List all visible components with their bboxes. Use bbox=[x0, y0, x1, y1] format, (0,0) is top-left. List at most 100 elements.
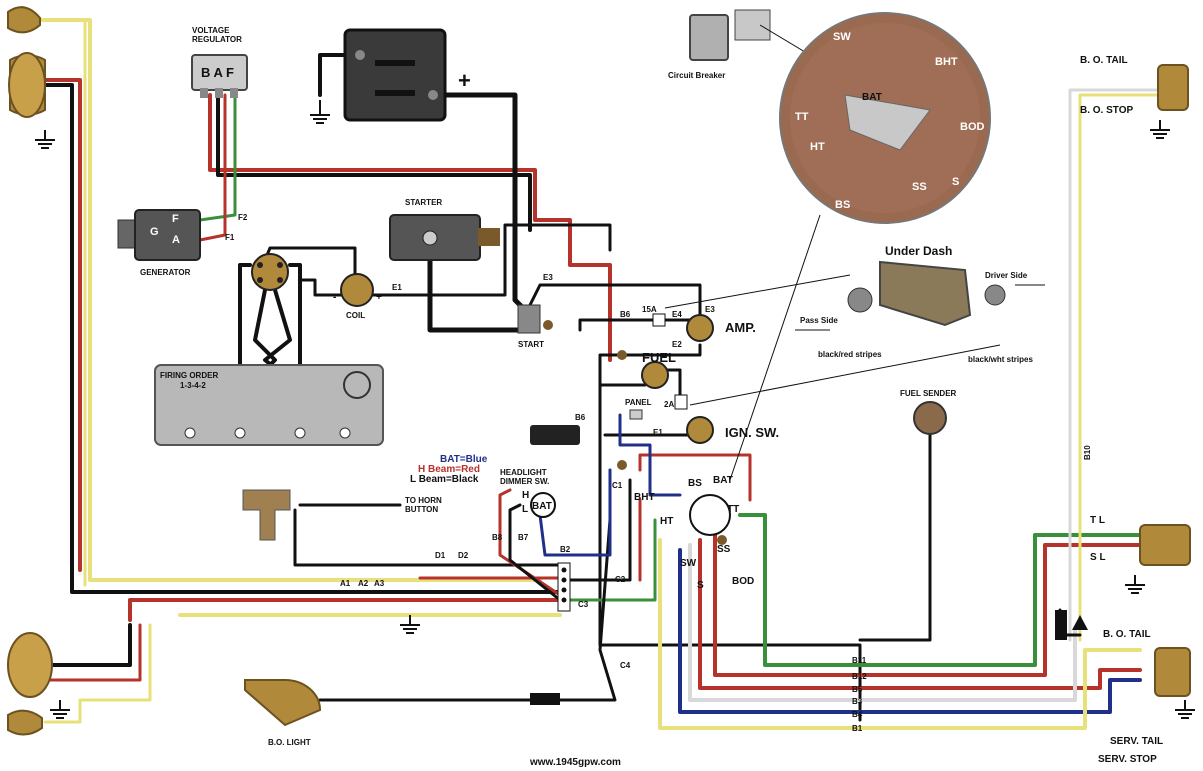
wire-battery-neg bbox=[318, 53, 347, 97]
wire-lower-yellow-2 bbox=[43, 623, 152, 724]
battery-plus-label: + bbox=[458, 68, 471, 93]
generator-label: GENERATOR bbox=[140, 268, 191, 277]
wire-b3 bbox=[688, 543, 1077, 702]
under-dash-leader-2 bbox=[689, 344, 1001, 406]
tl-label: T L bbox=[1090, 515, 1105, 526]
f2-label: F2 bbox=[238, 213, 248, 222]
d2-label: D2 bbox=[458, 551, 469, 560]
wire-dist-coil bbox=[298, 278, 347, 297]
driver-side-label: Driver Side bbox=[985, 271, 1028, 280]
trailer-plug-icon bbox=[1055, 610, 1067, 640]
panel-light-icon bbox=[629, 409, 643, 420]
amp-label: AMP. bbox=[725, 320, 756, 335]
a3-label: A3 bbox=[374, 579, 385, 588]
start-label: START bbox=[518, 340, 544, 349]
dimmer-switch-icon bbox=[530, 492, 556, 518]
under-dash-icon bbox=[847, 260, 1006, 327]
wire-left-black bbox=[38, 83, 562, 594]
bht-label: BHT bbox=[634, 492, 655, 503]
dim-bat-label: BAT bbox=[532, 501, 552, 512]
a2-label: A2 bbox=[358, 579, 369, 588]
wire-ign-red bbox=[638, 453, 752, 502]
b8-label: B8 bbox=[492, 533, 503, 542]
disc-ht-label: HT bbox=[810, 141, 825, 153]
wire-c3 bbox=[563, 518, 657, 602]
wire-reg-red bbox=[208, 93, 612, 362]
bo-tail-top-label: B. O. TAIL bbox=[1080, 55, 1128, 66]
wire-b12 bbox=[713, 528, 1142, 677]
fuse-15a-icon bbox=[652, 313, 666, 327]
dim-l-label: L bbox=[522, 504, 528, 515]
wire-starter bbox=[427, 237, 528, 333]
wire-b5 bbox=[698, 538, 1142, 690]
coil-label: COIL bbox=[346, 311, 365, 320]
wire-b6-top bbox=[578, 318, 657, 332]
wire-b10-white bbox=[1068, 88, 1162, 642]
b4-label: B4 bbox=[852, 710, 863, 719]
battery-icon bbox=[343, 28, 447, 122]
disc-ss-label: SS bbox=[912, 181, 927, 193]
distributor-icon bbox=[251, 253, 289, 291]
coil-minus-label: - bbox=[333, 292, 336, 303]
fuel-label: FUEL bbox=[642, 350, 676, 365]
ign-switch-icon bbox=[686, 416, 714, 444]
tt-label: TT bbox=[727, 504, 739, 515]
coil-icon bbox=[340, 273, 374, 307]
engine-block-icon bbox=[154, 364, 384, 446]
trailer-socket-icon bbox=[1072, 615, 1088, 630]
circuit-breaker-icon bbox=[689, 9, 771, 61]
disc-bs-label: BS bbox=[835, 199, 850, 211]
wire-e3 bbox=[528, 283, 702, 322]
e2-label: E2 bbox=[672, 340, 682, 349]
generator-icon bbox=[117, 209, 201, 261]
sl-label: S L bbox=[1090, 552, 1106, 563]
horn-button-icon bbox=[242, 489, 291, 541]
sw-label: SW bbox=[680, 558, 697, 569]
headlight-top-icon bbox=[8, 52, 46, 118]
wire-coil-e1 bbox=[368, 223, 612, 297]
bod-label: BOD bbox=[732, 576, 754, 587]
fuel-sender-label: FUEL SENDER bbox=[900, 389, 957, 398]
ground-icon bbox=[35, 100, 1195, 719]
b11-label: B11 bbox=[852, 656, 867, 665]
voltage-regulator-icon bbox=[191, 54, 248, 98]
headlight-small-top-icon bbox=[7, 6, 41, 34]
wire-c1 bbox=[558, 478, 632, 582]
pass-side-label: Pass Side bbox=[800, 316, 838, 325]
headlight-small-bottom-icon bbox=[7, 709, 43, 736]
black-wht-label: black/wht stripes bbox=[968, 355, 1033, 364]
disc-bht-label: BHT bbox=[935, 56, 958, 68]
panel-label: PANEL bbox=[625, 398, 652, 407]
b12-label: B12 bbox=[852, 672, 867, 681]
c1-label: C1 bbox=[612, 481, 623, 490]
black-red-label: black/red stripes bbox=[818, 350, 882, 359]
bo-light-icon bbox=[244, 679, 560, 727]
wire-b1 bbox=[658, 538, 1142, 730]
gen-g-label: G bbox=[150, 226, 159, 238]
wire-reg-green bbox=[198, 93, 237, 222]
wire-b7 bbox=[508, 503, 562, 602]
legend-lbeam-black: L Beam=Black bbox=[410, 474, 479, 485]
wire-b4 bbox=[678, 548, 1142, 714]
e3-amp-label: E3 bbox=[705, 305, 715, 314]
wire-b10-yellow bbox=[1078, 93, 1162, 642]
horn-plug-icon bbox=[530, 425, 580, 445]
gen-f-label: F bbox=[172, 213, 179, 225]
circuit-breaker-label: Circuit Breaker bbox=[668, 71, 725, 80]
legend-bat-blue: BAT=Blue bbox=[440, 454, 488, 465]
bs-label: BS bbox=[688, 478, 702, 489]
fuse-15a-label: 15A bbox=[642, 305, 657, 314]
wire-horn-down bbox=[293, 508, 562, 567]
reg-terminals-label: B A F bbox=[201, 65, 234, 80]
serv-tail-label: SERV. TAIL bbox=[1110, 736, 1163, 747]
s-label: S bbox=[697, 580, 704, 591]
c4-label: C4 bbox=[620, 661, 631, 670]
disc-leader-line bbox=[729, 214, 821, 481]
rear-lamp-top-icon bbox=[1157, 64, 1189, 111]
fuel-sender-icon bbox=[913, 401, 947, 435]
b5-label: B5 bbox=[852, 685, 863, 694]
dim-h-label: H bbox=[522, 490, 529, 501]
under-dash-label: Under Dash bbox=[885, 244, 952, 258]
